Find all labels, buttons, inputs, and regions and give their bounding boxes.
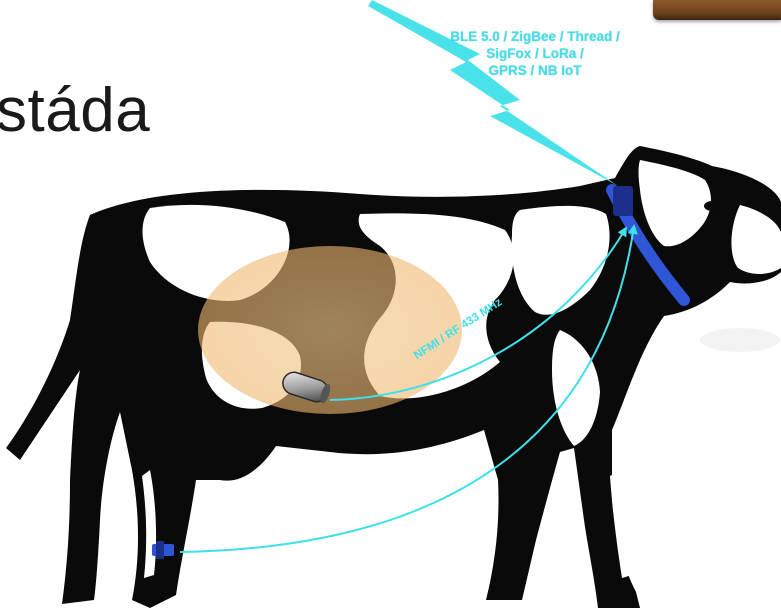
muzzle-shadow — [700, 328, 780, 352]
radio-protocols-line-1: BLE 5.0 / ZigBee / Thread / — [420, 28, 650, 45]
radio-protocols-line-2: SigFox / LoRa / — [420, 45, 650, 62]
radio-protocols-line-3: GPRS / NB IoT — [420, 62, 650, 79]
cow-eye — [704, 201, 720, 211]
radio-protocols-label: BLE 5.0 / ZigBee / Thread / SigFox / LoR… — [420, 28, 650, 79]
